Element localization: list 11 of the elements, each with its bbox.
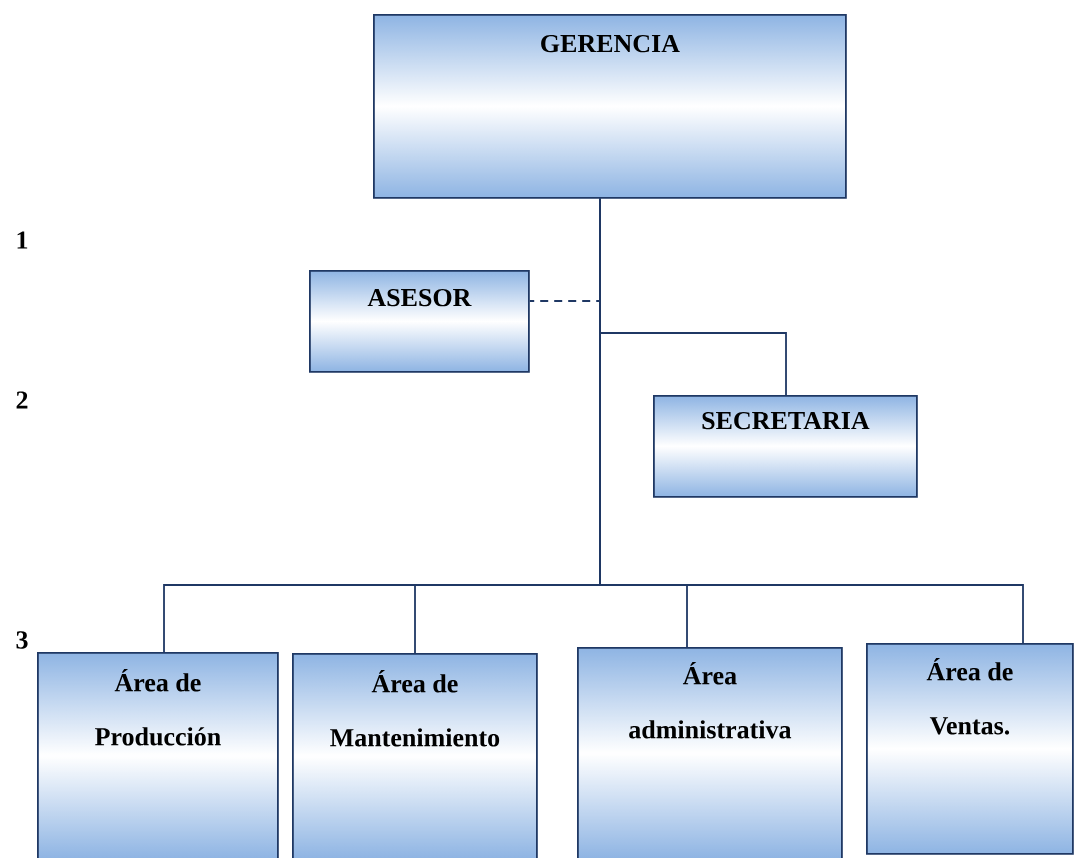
level-number: 2 (16, 391, 28, 409)
org-box: GERENCIA (373, 14, 847, 199)
org-box: Área de Ventas. (866, 643, 1074, 855)
org-box: ASESOR (309, 270, 530, 373)
org-box: Área de Producción (37, 652, 279, 858)
org-box: Área de Mantenimiento (292, 653, 538, 858)
level-number: 1 (17, 231, 28, 249)
level-number: 3 (16, 631, 28, 649)
connector-line (599, 197, 1024, 644)
org-box: Área administrativa (577, 647, 843, 858)
org-box: SECRETARIA (653, 395, 918, 498)
